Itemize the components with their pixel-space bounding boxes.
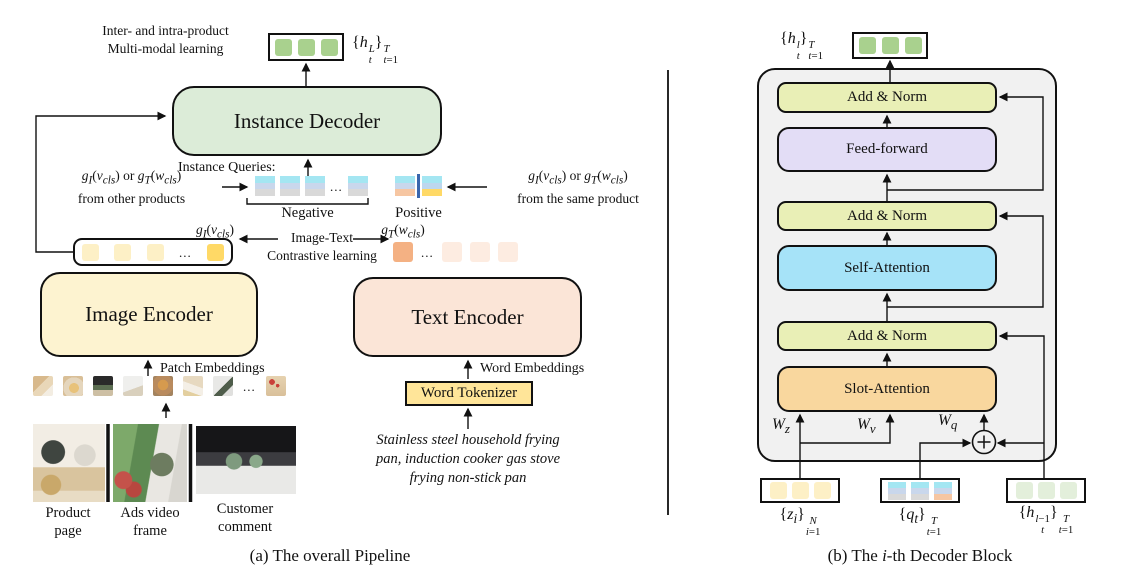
image-patch [63,376,83,396]
add-norm-box-1: Add & Norm [777,82,997,113]
token [881,37,899,54]
image-patch [33,376,53,396]
cls-token [393,242,413,262]
z-input-tokens [760,478,840,503]
output-tokens-a [268,33,344,61]
ads-video-frame-photo [113,424,187,502]
image-patch [213,376,233,396]
text-encoder-box: Text Encoder [353,277,582,357]
negative-label: Negative [281,205,334,221]
positive-divider [417,174,420,198]
slot-attention-box: Slot-Attention [777,366,997,412]
token [297,38,315,56]
input-text-quote: Stainless steel household frying pan, in… [375,432,561,486]
image-embedding-tokens: ... [73,238,233,266]
image-patch [123,376,143,396]
image-patch [93,376,113,396]
token [497,242,518,262]
token [469,242,490,262]
wq-label: Wq [938,412,958,433]
token [146,243,164,261]
token [1015,482,1033,499]
wz-label: Wz [772,416,790,437]
cls-token [207,243,224,261]
query-token [347,176,368,196]
add-norm-box-2: Add & Norm [777,201,997,231]
query-token [255,176,275,196]
image-encoder-box: Image Encoder [40,272,258,357]
image-patch [153,376,173,396]
caption-a: (a) The overall Pipeline [249,546,411,565]
other-products-note: gI(vcls) or gT(wcls) from other products [77,168,186,206]
token [1059,482,1077,499]
query-token [888,481,906,500]
gt-wcls-label: gT(wcls) [381,222,425,241]
add-norm-box-3: Add & Norm [777,321,997,351]
patch-row: ... [33,376,286,396]
query-token [395,176,415,196]
same-product-note: gI(vcls) or gT(wcls) from the same produ… [517,168,639,206]
patch-embeddings-label: Patch Embeddings [160,361,265,376]
output-tokens-b [852,32,928,59]
h-input-tokens [1006,478,1086,503]
customer-comment-photo [196,426,296,494]
query-token [934,481,952,500]
token [904,37,922,54]
contrastive-learning-note: Image-Text Contrastive learning [267,230,377,263]
ellipsis: ... [178,244,192,260]
query-token [911,481,929,500]
token [1037,482,1055,499]
word-tokenizer-box: Word Tokenizer [405,381,533,406]
query-token [305,176,325,196]
ellipsis: ... [421,244,434,260]
token [441,242,462,262]
product-page-photo [33,424,105,502]
positive-label: Positive [395,205,442,221]
query-token [280,176,300,196]
negative-underbrace [246,198,369,205]
token [82,243,99,261]
multimodal-learning-note: Inter- and intra-product Multi-modal lea… [102,23,229,56]
token [320,38,338,56]
ellipsis: ... [243,378,256,394]
token [858,37,876,54]
wv-label: Wv [857,416,876,437]
token [813,482,831,499]
text-embedding-tokens: ... [393,242,518,262]
instance-queries-label: Instance Queries: [178,160,276,175]
q-input-tokens [880,478,960,503]
token [114,243,132,261]
ellipsis: ... [330,178,343,194]
caption-b: (b) The i-th Decoder Block [827,546,1013,565]
token [791,482,809,499]
token [769,482,787,499]
gi-vcls-label: gI(vcls) [196,222,234,241]
positive-query-pair [395,174,442,198]
instance-decoder-box: Instance Decoder [172,86,442,156]
query-token [422,176,442,196]
image-patch [265,376,286,396]
word-embeddings-label: Word Embeddings [480,361,585,376]
photo-label-ads-video: Ads video frame [120,505,180,539]
self-attention-box: Self-Attention [777,245,997,291]
token [274,38,292,56]
photo-label-customer-comment: Customer comment [216,501,274,535]
plus-circle-icon [971,429,997,455]
negative-query-tokens: ... [255,176,368,196]
feed-forward-box: Feed-forward [777,127,997,172]
photo-label-product-page: Product page [45,505,91,539]
image-patch [183,376,203,396]
